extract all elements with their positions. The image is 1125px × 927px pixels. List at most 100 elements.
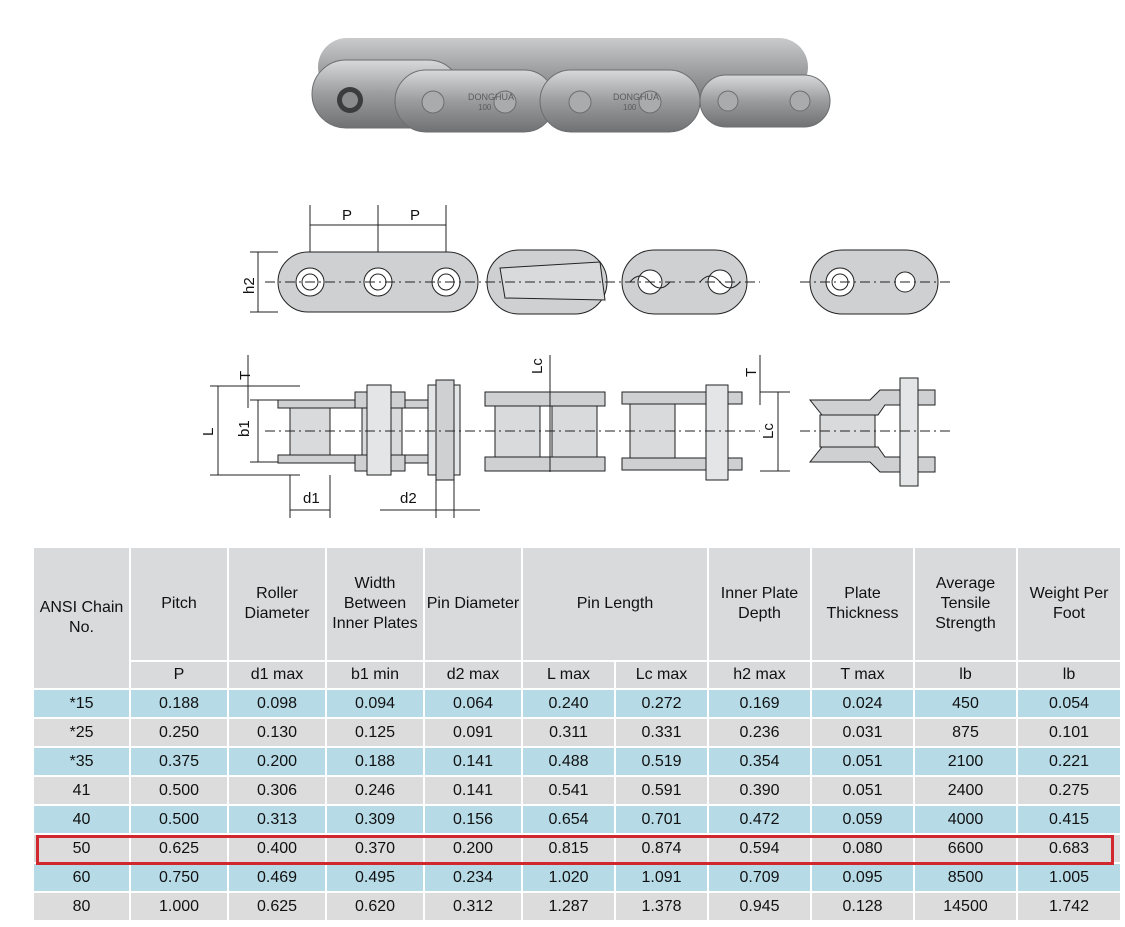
unit-cell: P — [131, 662, 227, 688]
chain-photo: DONGHUA 100 DONGHUA 100 — [311, 38, 831, 133]
table-cell: 0.874 — [616, 835, 707, 862]
table-cell: 0.188 — [131, 690, 227, 717]
table-cell: 0.311 — [523, 719, 614, 746]
table-cell: 0.095 — [812, 864, 913, 891]
table-cell: 0.591 — [616, 777, 707, 804]
table-cell: 0.312 — [425, 893, 521, 920]
chain-no-cell: *35 — [34, 748, 129, 775]
h2-label: h2 — [241, 277, 258, 294]
table-cell: 0.246 — [327, 777, 423, 804]
col-header-weight: Weight Per Foot — [1018, 548, 1120, 660]
table-cell: 0.815 — [523, 835, 614, 862]
table-cell: 8500 — [915, 864, 1016, 891]
table-cell: 0.059 — [812, 806, 913, 833]
table-cell: 0.306 — [229, 777, 325, 804]
col-header-pin-length: Pin Length — [523, 548, 707, 660]
chain-no-cell: *15 — [34, 690, 129, 717]
table-cell: 0.156 — [425, 806, 521, 833]
unit-cell: d1 max — [229, 662, 325, 688]
table-cell: 1.020 — [523, 864, 614, 891]
table-cell: 1.000 — [131, 893, 227, 920]
col-header-pin-diameter: Pin Diameter — [425, 548, 521, 660]
table-cell: 0.275 — [1018, 777, 1120, 804]
table-cell: 0.701 — [616, 806, 707, 833]
pitch-label: P — [342, 207, 352, 224]
table-cell: 1.378 — [616, 893, 707, 920]
table-cell: 0.500 — [131, 777, 227, 804]
chain-spec-table: ANSI Chain No. Pitch Roller Diameter Wid… — [32, 546, 1122, 922]
unit-cell: lb — [915, 662, 1016, 688]
table-cell: 0.331 — [616, 719, 707, 746]
table-cell: 0.169 — [709, 690, 810, 717]
brand-engraving: DONGHUA — [613, 92, 659, 102]
chain-no-cell: 60 — [34, 864, 129, 891]
table-cell: 0.415 — [1018, 806, 1120, 833]
table-cell: 6600 — [915, 835, 1016, 862]
table-cell: 0.625 — [229, 893, 325, 920]
lc-label-top: Lc — [529, 358, 546, 374]
thickness-label: T — [237, 371, 254, 380]
table-cell: 0.709 — [709, 864, 810, 891]
col-header-plate-depth: Inner Plate Depth — [709, 548, 810, 660]
table-cell: 0.390 — [709, 777, 810, 804]
highlight-box — [36, 835, 1114, 865]
table-cell: 0.024 — [812, 690, 913, 717]
col-header-roller-diameter: Roller Diameter — [229, 548, 325, 660]
table-cell: 450 — [915, 690, 1016, 717]
table-cell: 0.683 — [1018, 835, 1120, 862]
table-cell: 0.125 — [327, 719, 423, 746]
chain-no-cell: 50 — [34, 835, 129, 862]
table-cell: 0.051 — [812, 777, 913, 804]
table-cell: 0.240 — [523, 690, 614, 717]
d1-label: d1 — [303, 490, 320, 507]
unit-cell: h2 max — [709, 662, 810, 688]
table-cell: 2100 — [915, 748, 1016, 775]
dimension-diagram: P P h2 T L b1 Lc T Lc d1 d2 — [200, 205, 950, 518]
table-cell: 0.091 — [425, 719, 521, 746]
table-cell: 0.750 — [131, 864, 227, 891]
table-cell: 0.141 — [425, 777, 521, 804]
chain-no-cell: 80 — [34, 893, 129, 920]
table-cell: 0.370 — [327, 835, 423, 862]
table-cell: 0.594 — [709, 835, 810, 862]
table-cell: 0.620 — [327, 893, 423, 920]
model-engraving: 100 — [623, 103, 637, 112]
table-cell: 0.200 — [229, 748, 325, 775]
table-cell: 0.080 — [812, 835, 913, 862]
col-header-pitch: Pitch — [131, 548, 227, 660]
table-cell: 0.354 — [709, 748, 810, 775]
table-cell: 1.742 — [1018, 893, 1120, 920]
unit-cell: Lc max — [616, 662, 707, 688]
table-cell: 0.272 — [616, 690, 707, 717]
table-cell: 0.098 — [229, 690, 325, 717]
lc-label: Lc — [760, 423, 777, 439]
chain-no-cell: 40 — [34, 806, 129, 833]
table-cell: 0.400 — [229, 835, 325, 862]
table-cell: 0.469 — [229, 864, 325, 891]
table-cell: 2400 — [915, 777, 1016, 804]
col-header-tensile-strength: Average Tensile Strength — [915, 548, 1016, 660]
table-cell: 0.945 — [709, 893, 810, 920]
table-cell: 0.488 — [523, 748, 614, 775]
table-cell: 0.188 — [327, 748, 423, 775]
table-cell: 0.250 — [131, 719, 227, 746]
col-header-inner-width: Width Between Inner Plates — [327, 548, 423, 660]
table-cell: 14500 — [915, 893, 1016, 920]
pitch-label: P — [410, 207, 420, 224]
unit-cell: T max — [812, 662, 913, 688]
b1-label: b1 — [236, 420, 253, 437]
table-cell: 0.200 — [425, 835, 521, 862]
chain-no-cell: *25 — [34, 719, 129, 746]
model-engraving: 100 — [478, 103, 492, 112]
d2-label: d2 — [400, 490, 417, 507]
table-cell: 0.234 — [425, 864, 521, 891]
unit-cell: lb — [1018, 662, 1120, 688]
unit-cell: b1 min — [327, 662, 423, 688]
table-cell: 0.101 — [1018, 719, 1120, 746]
table-cell: 0.625 — [131, 835, 227, 862]
